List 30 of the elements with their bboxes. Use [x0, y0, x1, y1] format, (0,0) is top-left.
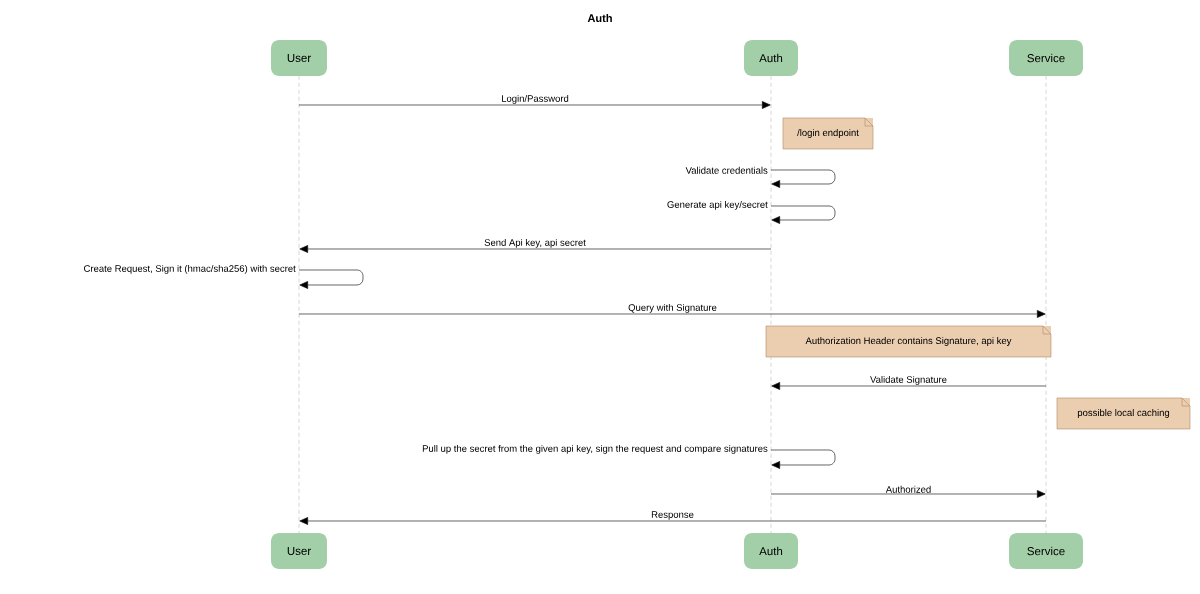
- participant-box: Service: [1009, 533, 1083, 569]
- title: Auth: [587, 13, 612, 23]
- message-arrow: [771, 382, 1047, 390]
- message-label: Create Request, Sign it (hmac/sha256) with secret: [84, 264, 296, 274]
- message-label: Response: [651, 511, 694, 520]
- note-box: Authorization Header contains Signature, api key: [765, 325, 1052, 358]
- message-label: Login/Password: [502, 94, 569, 104]
- participant-box: User: [271, 40, 327, 76]
- message-label: Authorized: [885, 485, 931, 493]
- message-label: Validate credentials: [685, 166, 768, 174]
- message-arrow: [770, 205, 836, 224]
- note-box: possible local caching: [1056, 397, 1191, 430]
- message-arrow: [299, 245, 772, 253]
- message-arrow: [299, 517, 1047, 525]
- message-arrow: [770, 169, 836, 188]
- message-arrow: [298, 310, 1046, 318]
- message-arrow: [298, 269, 364, 289]
- participant-box: Auth: [744, 533, 798, 569]
- message-label: Query with Signature: [628, 303, 717, 313]
- message-label: Send Api key, api secret: [484, 238, 586, 248]
- message-label: Pull up the secret from the given api key, sign the request and compare signatures: [422, 444, 768, 454]
- participant-box: User: [271, 533, 327, 569]
- participant-box: Auth: [744, 40, 798, 76]
- message-arrow: [770, 490, 1046, 498]
- message-label: Generate api key/secret: [667, 200, 768, 210]
- message-arrow: [770, 449, 836, 469]
- message-label: Validate Signature: [870, 375, 947, 385]
- participant-box: Service: [1009, 40, 1083, 76]
- note-box: /login endpoint: [782, 117, 874, 150]
- message-arrow: [298, 101, 771, 109]
